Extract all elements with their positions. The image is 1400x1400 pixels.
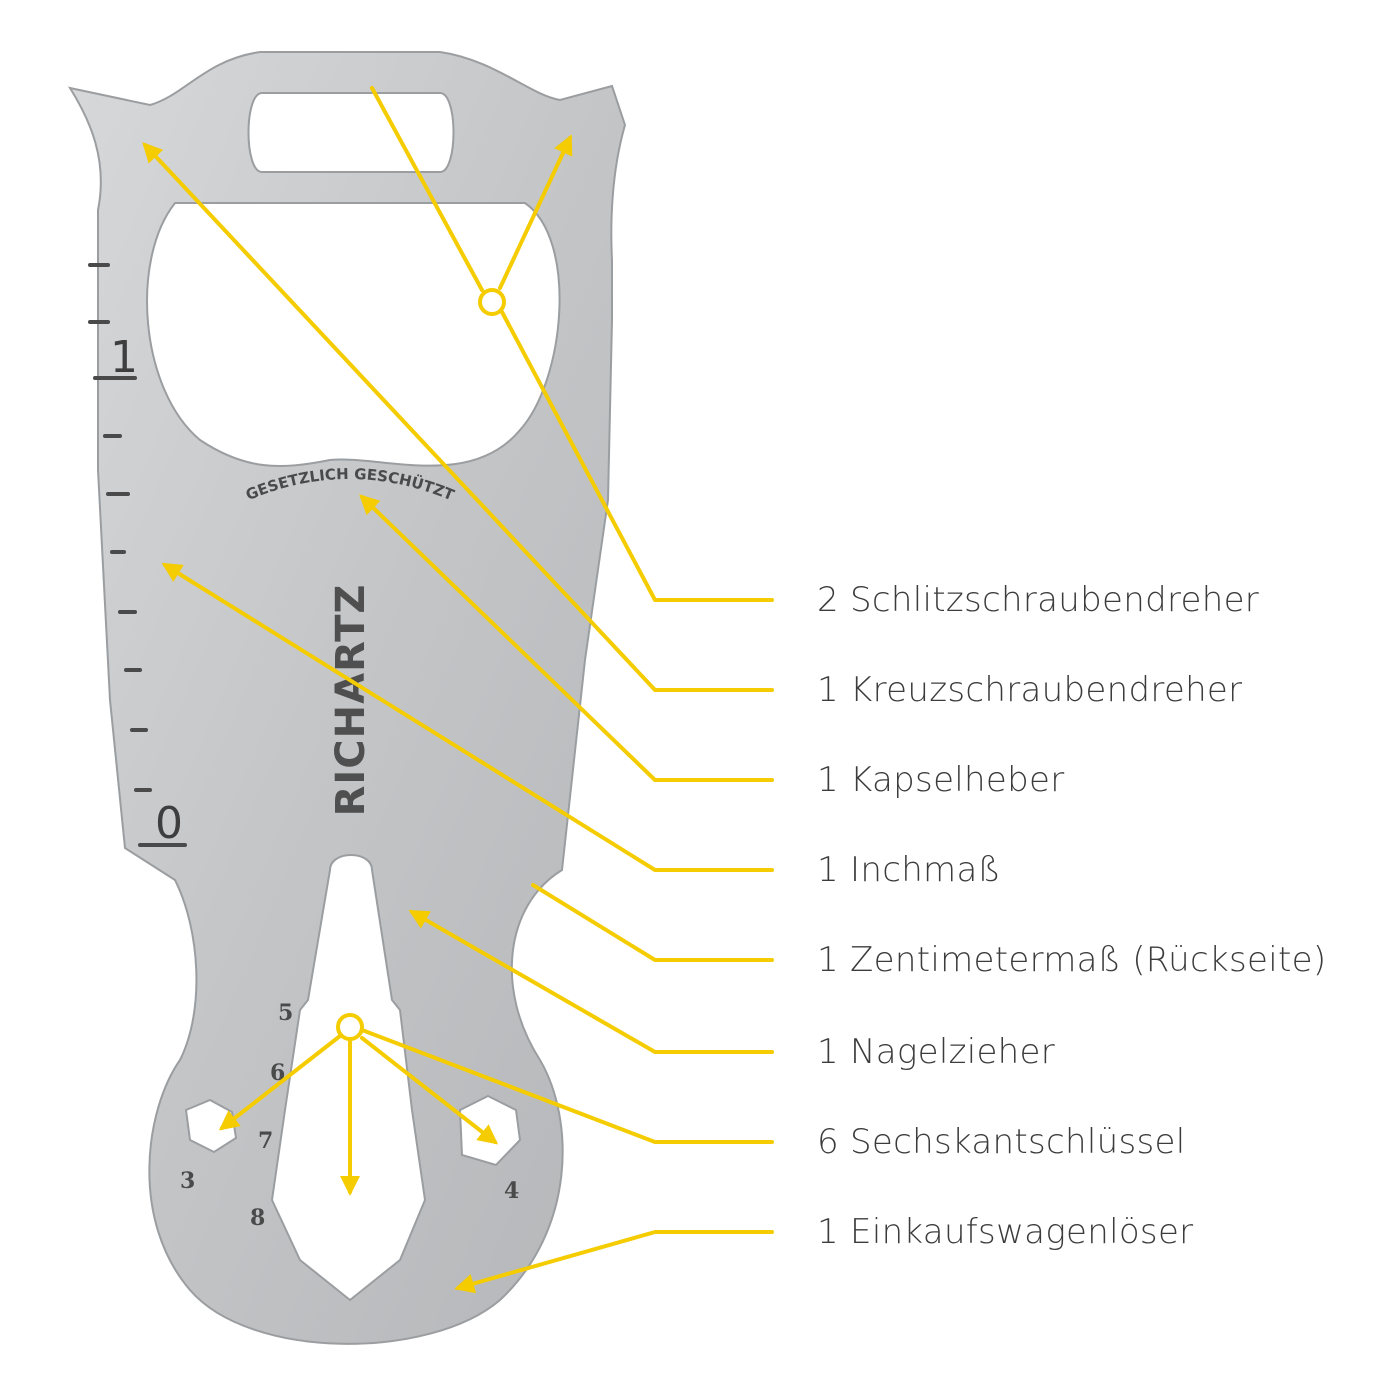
brand-logo: RICHARTZ <box>328 584 374 817</box>
hex-size-numbers: 5 6 7 3 8 4 <box>180 1000 519 1231</box>
callouts <box>142 86 774 1294</box>
multitool-body <box>67 51 627 1345</box>
label-cart-release: 1 Einkaufswagenlöser <box>817 1212 1194 1252</box>
callout-arrow-slot-screwdriver-top <box>370 86 484 292</box>
ruler-mark-0: 0 <box>155 798 183 849</box>
label-inch-ruler: 1 Inchmaß <box>817 850 1001 890</box>
hex-size-8: 8 <box>250 1205 265 1231</box>
callout-line-cm-ruler <box>531 883 774 962</box>
callout-line-cart-release <box>454 1230 774 1294</box>
label-hex-wrench: 6 Sechskantschlüssel <box>817 1122 1186 1162</box>
callout-junction-top <box>478 288 506 316</box>
callout-junction-hex <box>336 1013 364 1041</box>
label-phillips-screwdriver: 1 Kreuzschraubendreher <box>817 670 1243 710</box>
hex-size-7: 7 <box>258 1128 273 1154</box>
callout-line-phillips-screwdriver <box>142 142 774 692</box>
callout-arrow-hex-right <box>360 1036 499 1145</box>
callout-arrow-slot-screwdriver-right <box>498 134 573 290</box>
hex-size-5: 5 <box>278 1000 293 1026</box>
label-nail-puller: 1 Nagelzieher <box>817 1032 1056 1072</box>
callout-line-slot-screwdriver <box>500 310 774 602</box>
label-cm-ruler: 1 Zentimetermaß (Rückseite) <box>817 940 1327 980</box>
callout-line-nail-puller <box>408 910 774 1054</box>
ruler-mark-1: 1 <box>110 332 138 383</box>
callout-line-inch-ruler <box>161 562 774 872</box>
callout-line-hex-wrench <box>360 1028 774 1144</box>
callout-line-bottle-opener <box>359 494 774 782</box>
hex-size-3: 3 <box>180 1168 195 1194</box>
label-slot-screwdriver: 2 Schlitzschraubendreher <box>817 580 1260 620</box>
callout-arrow-hex-left <box>218 1034 342 1131</box>
hex-size-4: 4 <box>504 1178 519 1204</box>
label-bottle-opener: 1 Kapselheber <box>817 760 1065 800</box>
inch-ruler <box>88 263 187 847</box>
